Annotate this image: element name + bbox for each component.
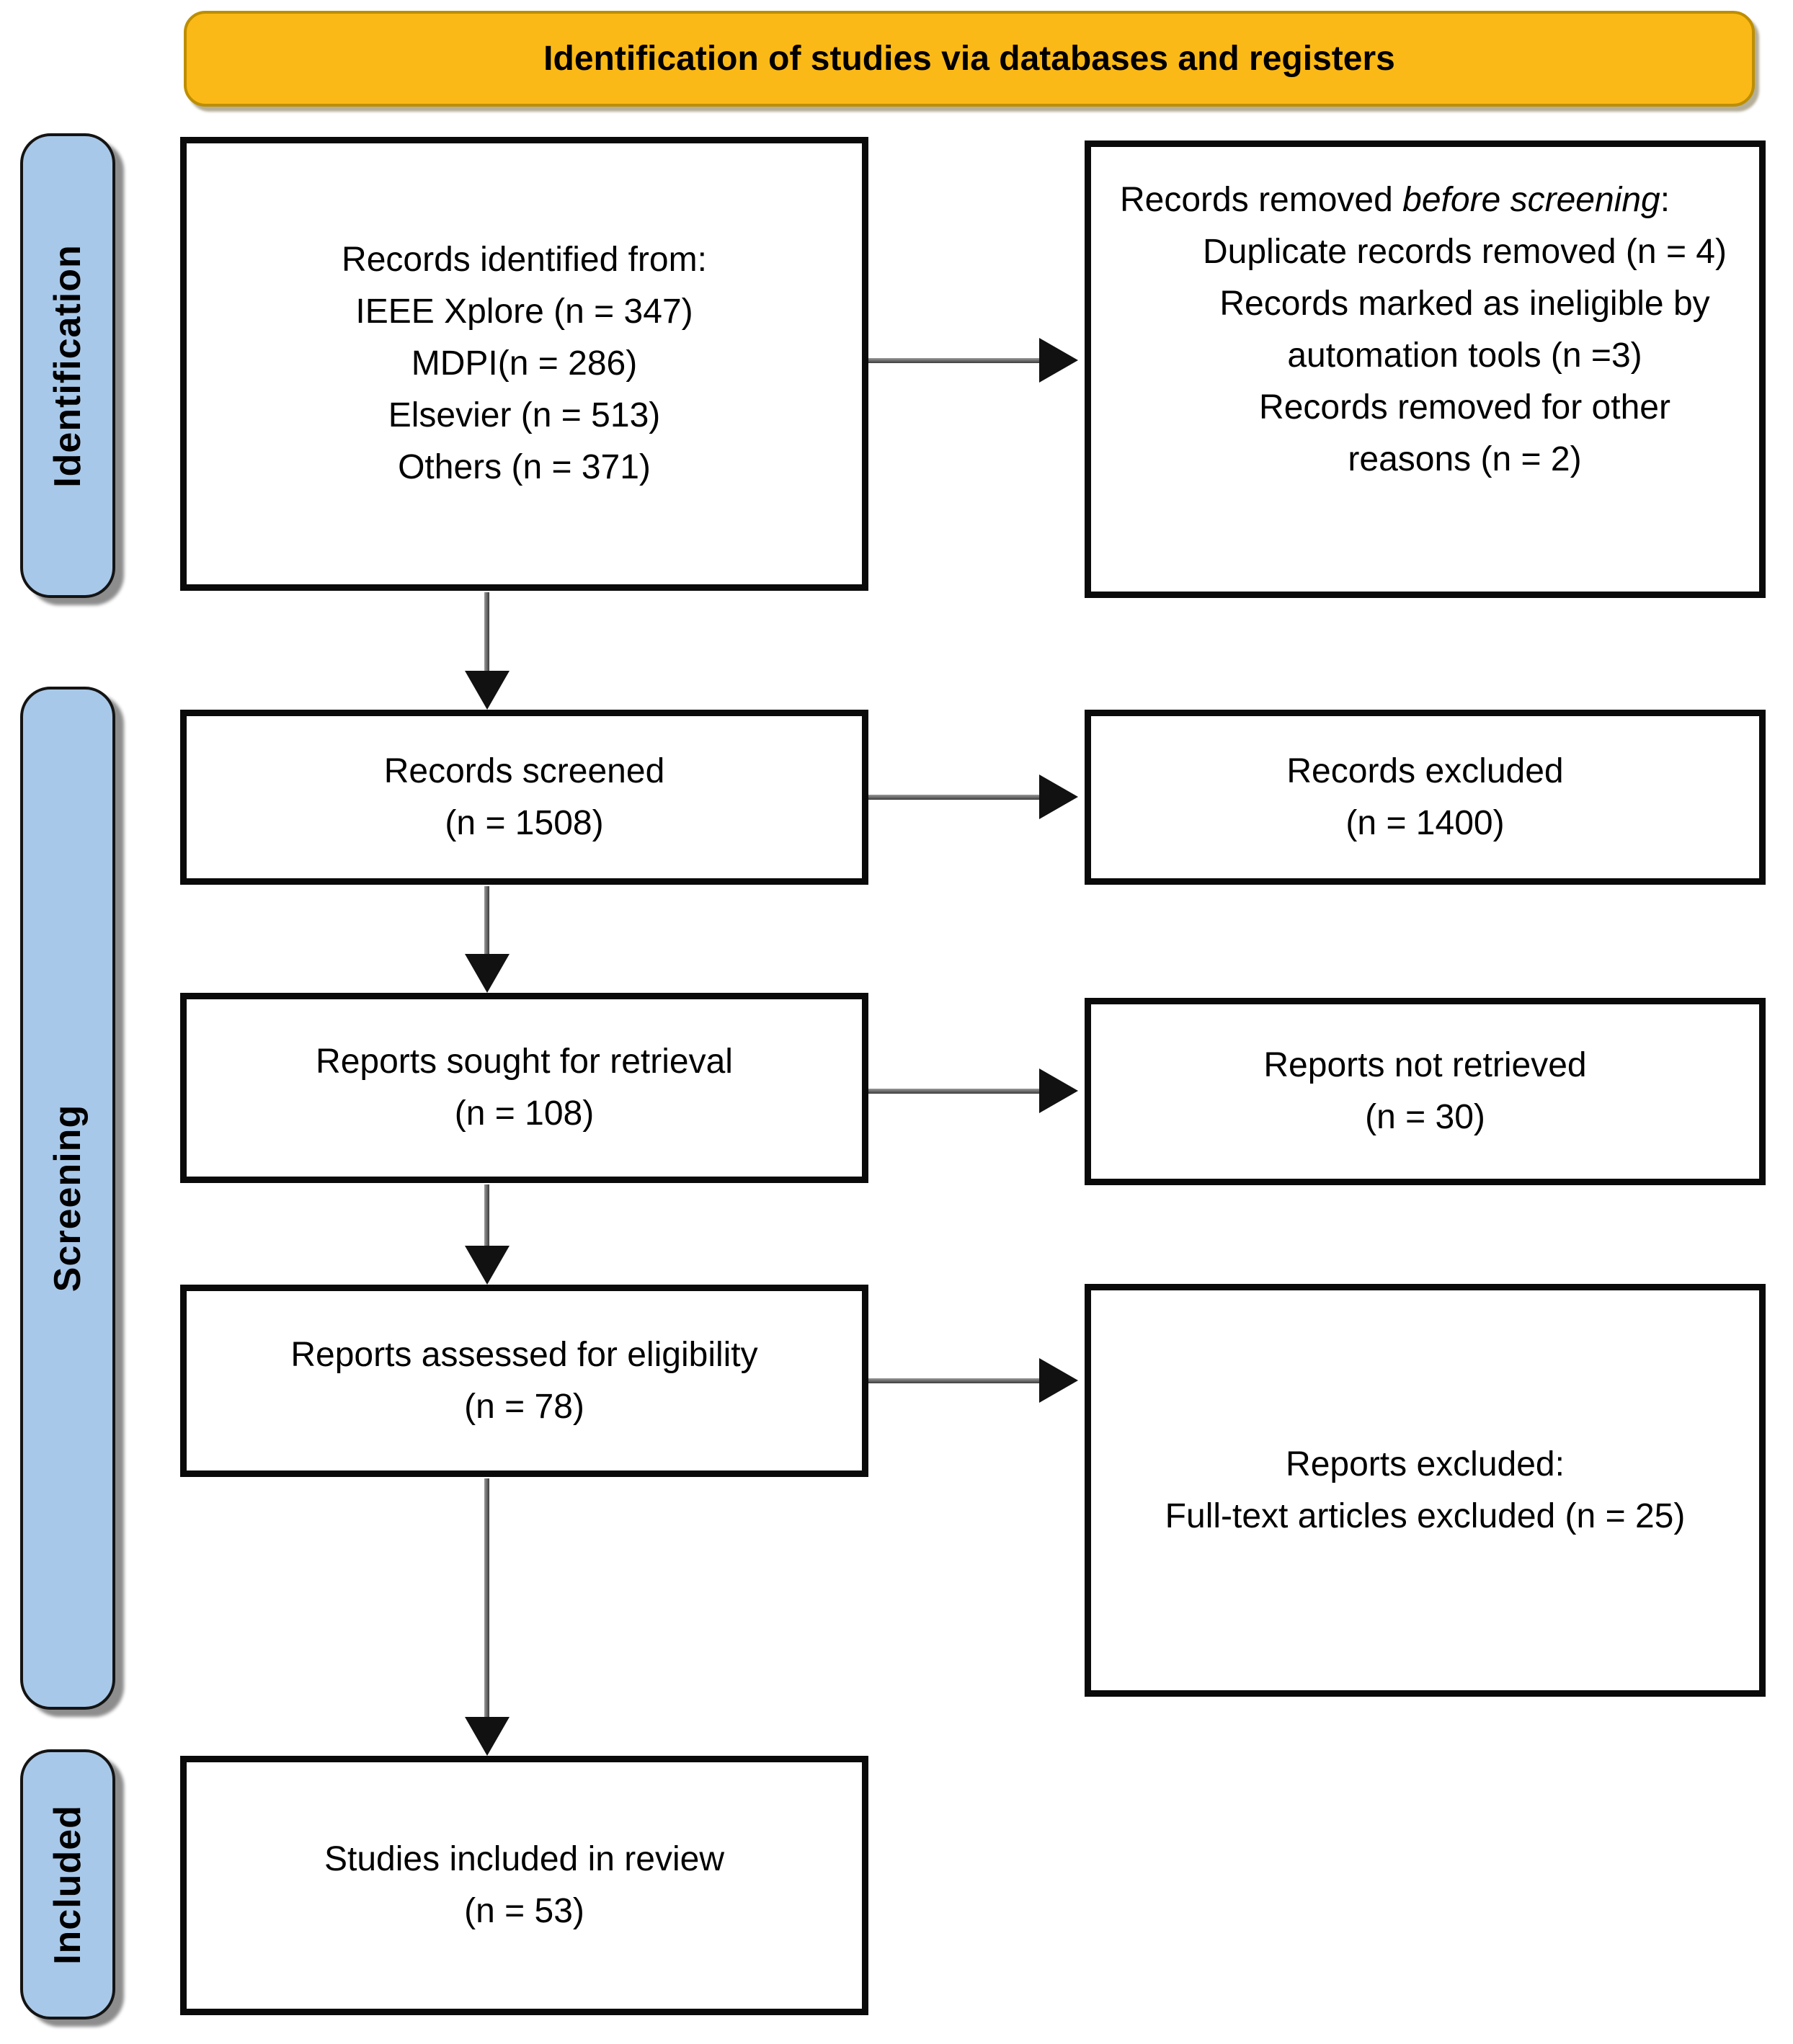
records-identified-item: Elsevier (n = 513) xyxy=(388,396,661,434)
stage-label-included: Included xyxy=(20,1749,115,2020)
arrow-head xyxy=(1039,1068,1078,1113)
reports-not-retrieved-count: (n = 30) xyxy=(1365,1098,1485,1136)
arrow-line xyxy=(868,1378,1045,1383)
arrow-line xyxy=(868,358,1045,363)
reports-excluded-label: Reports excluded: xyxy=(1286,1445,1565,1483)
reports-not-retrieved-label: Reports not retrieved xyxy=(1263,1046,1587,1084)
stage-included-text: Included xyxy=(47,1804,89,1965)
stage-label-screening: Screening xyxy=(20,687,115,1710)
records-excluded-label: Records excluded xyxy=(1286,751,1564,790)
reports-assessed-label: Reports assessed for eligibility xyxy=(290,1335,758,1374)
arrow-line xyxy=(484,1184,489,1248)
records-identified-heading: Records identified from: xyxy=(342,241,707,279)
box-records-identified: Records identified from: IEEE Xplore (n … xyxy=(180,137,868,591)
records-removed-items: Duplicate records removed (n = 4) Record… xyxy=(1120,226,1730,486)
arrow-head xyxy=(1039,338,1078,383)
box-reports-sought: Reports sought for retrieval (n = 108) xyxy=(180,993,868,1183)
records-removed-heading-prefix: Records removed xyxy=(1120,181,1403,219)
box-records-screened: Records screened (n = 1508) xyxy=(180,710,868,885)
records-identified-item: IEEE Xplore (n = 347) xyxy=(355,293,693,331)
stage-screening-text: Screening xyxy=(47,1104,89,1293)
records-identified-item: MDPI(n = 286) xyxy=(411,344,638,383)
stage-identification-text: Identification xyxy=(47,244,89,488)
records-removed-heading-suffix: : xyxy=(1660,181,1670,219)
records-screened-label: Records screened xyxy=(383,751,665,790)
records-removed-item: Records removed for other reasons (n = 2… xyxy=(1259,388,1670,478)
records-excluded-count: (n = 1400) xyxy=(1345,803,1505,842)
box-reports-excluded: Reports excluded: Full-text articles exc… xyxy=(1085,1284,1766,1697)
title-banner: Identification of studies via databases … xyxy=(184,11,1755,107)
diagram-title: Identification of studies via databases … xyxy=(543,40,1395,78)
arrow-head xyxy=(465,1246,510,1285)
records-identified-item: Others (n = 371) xyxy=(398,448,651,486)
arrow-line xyxy=(868,795,1045,800)
arrow-head xyxy=(1039,1358,1078,1403)
reports-assessed-count: (n = 78) xyxy=(464,1387,584,1426)
box-records-excluded: Records excluded (n = 1400) xyxy=(1085,710,1766,885)
reports-sought-label: Reports sought for retrieval xyxy=(316,1043,733,1081)
reports-excluded-detail: Full-text articles excluded (n = 25) xyxy=(1165,1496,1686,1535)
arrow-head xyxy=(465,954,510,993)
records-removed-item: Records marked as ineligible by automati… xyxy=(1219,285,1710,375)
studies-included-label: Studies included in review xyxy=(324,1840,724,1878)
records-screened-count: (n = 1508) xyxy=(445,803,604,842)
records-removed-heading: Records removed before screening: xyxy=(1120,174,1730,226)
box-reports-not-retrieved: Reports not retrieved (n = 30) xyxy=(1085,998,1766,1185)
box-studies-included: Studies included in review (n = 53) xyxy=(180,1756,868,2015)
arrow-line xyxy=(868,1089,1045,1094)
reports-sought-count: (n = 108) xyxy=(454,1094,595,1133)
arrow-line xyxy=(484,592,489,675)
arrow-line xyxy=(484,1478,489,1720)
arrow-line xyxy=(484,886,489,957)
box-reports-assessed: Reports assessed for eligibility (n = 78… xyxy=(180,1285,868,1477)
studies-included-count: (n = 53) xyxy=(464,1892,584,1930)
records-removed-item: Duplicate records removed (n = 4) xyxy=(1203,233,1727,271)
arrow-head xyxy=(465,671,510,710)
stage-label-identification: Identification xyxy=(20,133,115,598)
arrow-head xyxy=(465,1717,510,1756)
records-removed-heading-italic: before screening xyxy=(1402,181,1660,219)
box-records-removed: Records removed before screening: Duplic… xyxy=(1085,140,1766,598)
arrow-head xyxy=(1039,775,1078,819)
